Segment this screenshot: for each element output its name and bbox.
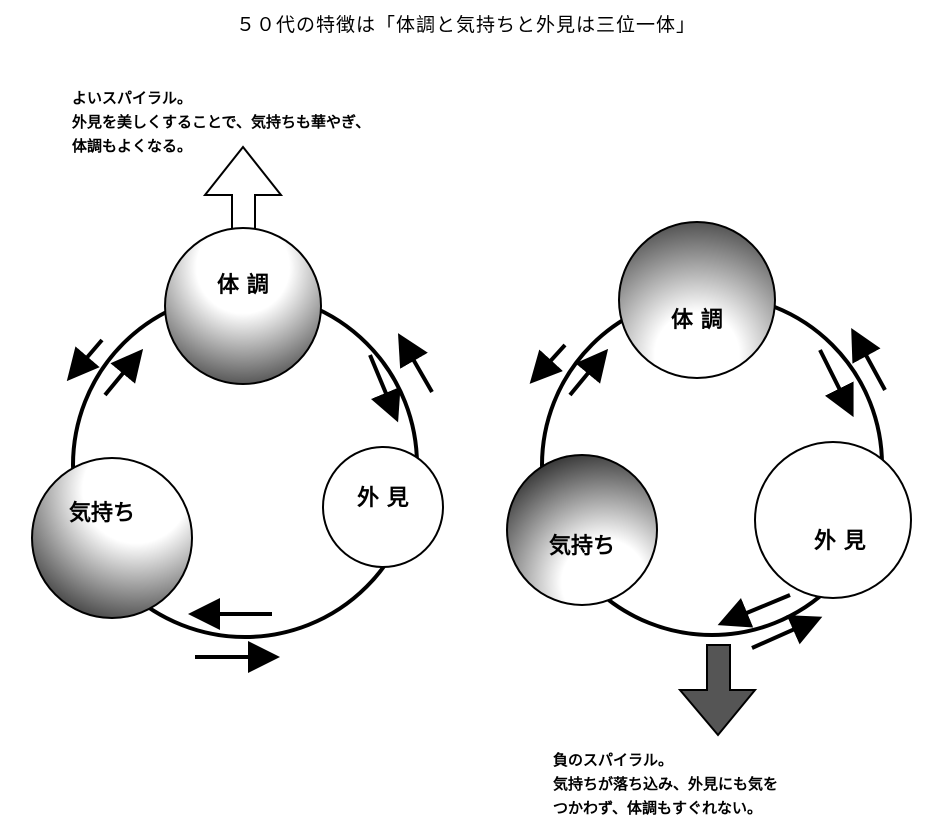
up-arrow-icon	[202, 145, 284, 241]
node-feeling: 気持ち	[31, 457, 193, 619]
caption-line: 外見を美しくすることで、気持ちも華やぎ、	[72, 113, 371, 131]
good-spiral-caption: よいスパイラル。 外見を美しくすることで、気持ちも華やぎ、 体調もよくなる。	[72, 86, 370, 158]
caption-line: つかわず、体調もすぐれない。	[553, 799, 762, 817]
down-arrow-icon	[677, 644, 758, 737]
cycle-arrows	[66, 333, 434, 673]
node-appearance: 外 見	[322, 446, 444, 568]
bad-spiral: 体 調 気持ち 外 見	[506, 221, 912, 737]
diagram-title: ５０代の特徴は「体調と気持ちと外見は三位一体」	[235, 14, 696, 36]
bad-spiral-caption: 負のスパイラル。 気持ちが落ち込み、外見にも気を つかわず、体調もすぐれない。	[553, 748, 778, 820]
node-health: 体 調	[618, 221, 776, 379]
svg-text:体 調: 体 調	[217, 272, 269, 298]
node-health: 体 調	[164, 227, 322, 385]
node-appearance: 外 見	[754, 441, 912, 599]
caption-line: よいスパイラル。	[72, 89, 193, 107]
node-feeling: 気持ち	[506, 454, 658, 606]
svg-text:気持ち: 気持ち	[549, 533, 615, 559]
svg-text:気持ち: 気持ち	[69, 500, 135, 526]
cycle-arrows	[529, 327, 887, 650]
svg-text:体 調: 体 調	[671, 307, 723, 333]
svg-text:外 見: 外 見	[357, 485, 409, 511]
caption-line: 負のスパイラル。	[553, 751, 674, 769]
svg-text:外 見: 外 見	[814, 528, 866, 554]
caption-line: 体調もよくなる。	[72, 137, 193, 155]
good-spiral: 体 調 外 見 気持ち	[31, 145, 444, 673]
caption-line: 気持ちが落ち込み、外見にも気を	[553, 775, 779, 793]
